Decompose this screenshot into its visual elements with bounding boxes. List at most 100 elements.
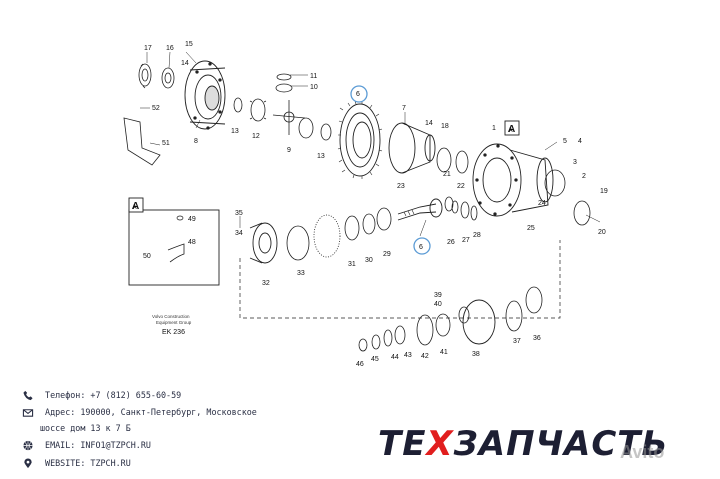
housing-8: [184, 60, 226, 130]
inset-label: A: [132, 201, 139, 212]
callout: 21: [443, 171, 451, 178]
cover-34: [313, 214, 341, 258]
gear-13: [249, 98, 267, 122]
callout: 6: [419, 244, 423, 251]
globe-icon: [23, 440, 33, 451]
brand-part2: Х: [426, 424, 454, 464]
spider-9: [272, 73, 306, 135]
cover-39: [458, 306, 470, 324]
callout: 35: [235, 210, 243, 217]
callout-box-a: A: [504, 120, 520, 136]
callout: 46: [356, 361, 364, 368]
callout: 49: [188, 216, 196, 223]
carrier-housing-1: [472, 143, 554, 217]
contact-address: Адрес: 190000, Санкт-Петербург, Московск…: [22, 407, 257, 418]
callout: 2: [582, 173, 586, 180]
callout: 7: [402, 105, 406, 112]
contact-phone[interactable]: Телефон: +7 (812) 655-60-59: [22, 390, 181, 401]
pinion-6: [397, 198, 443, 221]
phone-icon: [23, 390, 33, 401]
brand-part1: ТЕ: [378, 424, 427, 464]
bearing-36: [525, 286, 543, 314]
seal-31: [344, 215, 360, 241]
callout: 19: [600, 188, 608, 195]
address-text-line2: шоссе дом 13 к 7 Б: [40, 423, 131, 433]
callout: 1: [492, 125, 496, 132]
callout: 22: [457, 183, 465, 190]
callout: 8: [194, 138, 198, 145]
contact-email[interactable]: EMAIL: INFO1@TZPCH.RU: [22, 440, 151, 451]
callout: 23: [397, 183, 405, 190]
callout: 44: [391, 354, 399, 361]
gear-41: [435, 313, 451, 337]
washer-46: [358, 338, 368, 352]
callout: 32: [262, 280, 270, 287]
callout: 25: [527, 225, 535, 232]
callout: 13: [317, 153, 325, 160]
callout: 42: [421, 353, 429, 360]
callout: 40: [434, 301, 442, 308]
envelope-icon: [22, 409, 34, 417]
bearing-29: [376, 207, 392, 231]
callout: 29: [383, 251, 391, 258]
callout: 5: [563, 138, 567, 145]
yoke-32: [249, 222, 278, 264]
highlight-circle-top: [350, 85, 368, 103]
oring-37: [505, 300, 523, 332]
bearing-18-top: [455, 150, 469, 174]
callout: 10: [310, 84, 318, 91]
inset-box-a: A: [128, 197, 220, 286]
callout: 36: [533, 335, 541, 342]
website-text: WEBSITE: TZPCH.RU: [45, 458, 131, 468]
washer-43: [394, 325, 406, 345]
address-text-line1: Адрес: 190000, Санкт-Петербург, Московск…: [45, 407, 257, 417]
housing-38: [462, 299, 496, 345]
callout: 15: [185, 41, 193, 48]
phone-text: Телефон: +7 (812) 655-60-59: [45, 390, 182, 400]
callout: 3: [573, 159, 577, 166]
washer-13b: [320, 123, 332, 141]
callout: 30: [365, 257, 373, 264]
caption-line1: Volvo Construction: [152, 314, 190, 319]
callout: A: [132, 204, 137, 211]
spacer-27: [460, 201, 470, 219]
diff-case-7: [388, 122, 436, 174]
bearing-24: [444, 196, 454, 212]
bracket-51: [123, 117, 161, 166]
callout: 51: [162, 140, 170, 147]
contact-website[interactable]: WEBSITE: TZPCH.RU: [22, 458, 131, 469]
callout: 27: [462, 237, 470, 244]
callout: 50: [143, 253, 151, 260]
callout: 52: [152, 105, 160, 112]
dashed-guide: [239, 240, 561, 319]
bearing-19: [544, 169, 566, 197]
caption-line2: Equipment Group: [156, 320, 192, 325]
avito-watermark: Avito: [620, 442, 665, 462]
callout: 12: [252, 133, 260, 140]
callout: 13: [231, 128, 239, 135]
callout: 45: [371, 356, 379, 363]
brand-part3: ЗАПЧАСТЬ: [453, 424, 669, 464]
contact-address-line2: шоссе дом 13 к 7 Б: [40, 423, 131, 433]
shim-28: [470, 205, 478, 221]
washer-45: [371, 334, 381, 350]
callout: 17: [144, 45, 152, 52]
callout: 31: [348, 261, 356, 268]
callout: 20: [598, 229, 606, 236]
callout: A: [508, 127, 513, 134]
callout: 39: [434, 292, 442, 299]
washer-14: [233, 97, 243, 113]
callout: 41: [440, 349, 448, 356]
callout: 37: [513, 338, 521, 345]
highlight-circle-bottom: [413, 237, 431, 255]
crown-wheel-6: [337, 100, 383, 179]
leader-lines: [140, 51, 601, 237]
callout: 26: [447, 239, 455, 246]
email-text: EMAIL: INFO1@TZPCH.RU: [45, 440, 151, 450]
callout: 33: [297, 270, 305, 277]
callout: 28: [473, 232, 481, 239]
washer-44: [383, 329, 393, 347]
svg-text:A: A: [508, 124, 515, 135]
callout: 34: [235, 230, 243, 237]
